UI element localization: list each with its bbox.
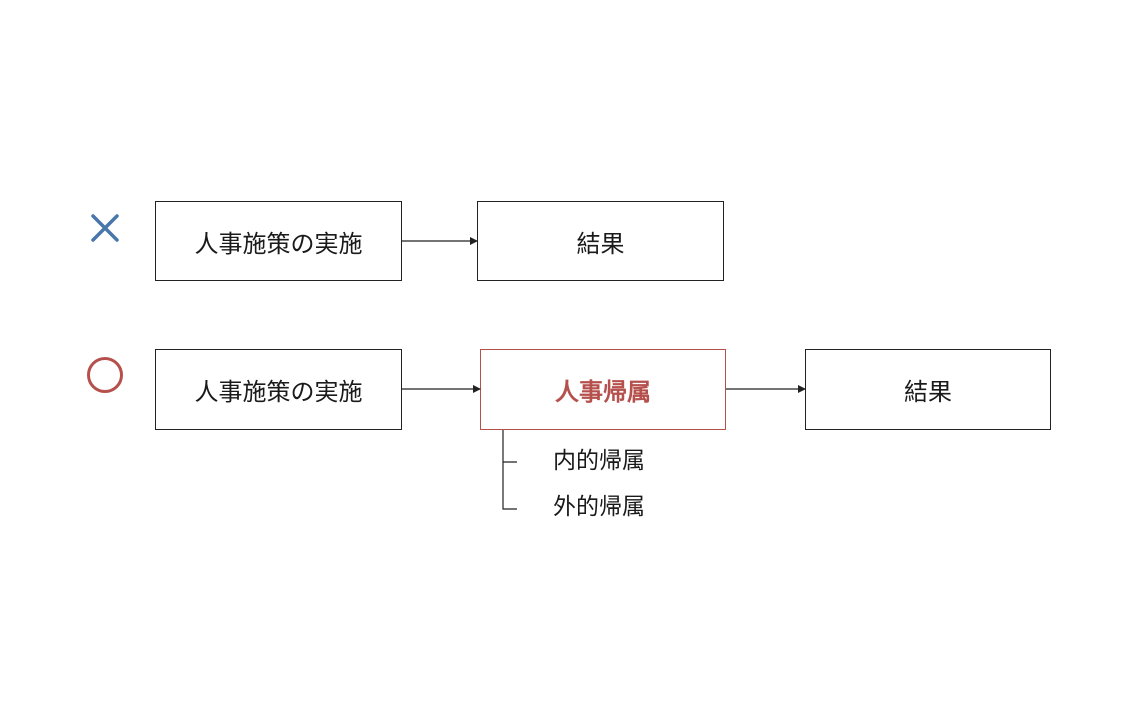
wrong-cause-label: 人事施策の実施 bbox=[194, 229, 363, 258]
external-attribution-label: 外的帰属 bbox=[553, 494, 645, 520]
correct-result-box: 結果 bbox=[805, 349, 1051, 430]
cross-mark-icon bbox=[89, 212, 121, 244]
correct-cause-label: 人事施策の実施 bbox=[194, 378, 363, 406]
wrong-cause-box: 人事施策の実施 bbox=[155, 201, 402, 281]
circle-mark-icon bbox=[86, 356, 124, 394]
wrong-result-box: 結果 bbox=[477, 201, 724, 281]
wrong-result-label: 結果 bbox=[576, 229, 625, 258]
mediator-label: 人事帰属 bbox=[555, 378, 651, 406]
breakdown-bracket bbox=[502, 430, 517, 510]
correct-result-label: 結果 bbox=[904, 378, 952, 406]
correct-cause-box: 人事施策の実施 bbox=[155, 349, 402, 430]
internal-attribution-label: 内的帰属 bbox=[553, 448, 645, 474]
mediator-box: 人事帰属 bbox=[480, 349, 726, 430]
